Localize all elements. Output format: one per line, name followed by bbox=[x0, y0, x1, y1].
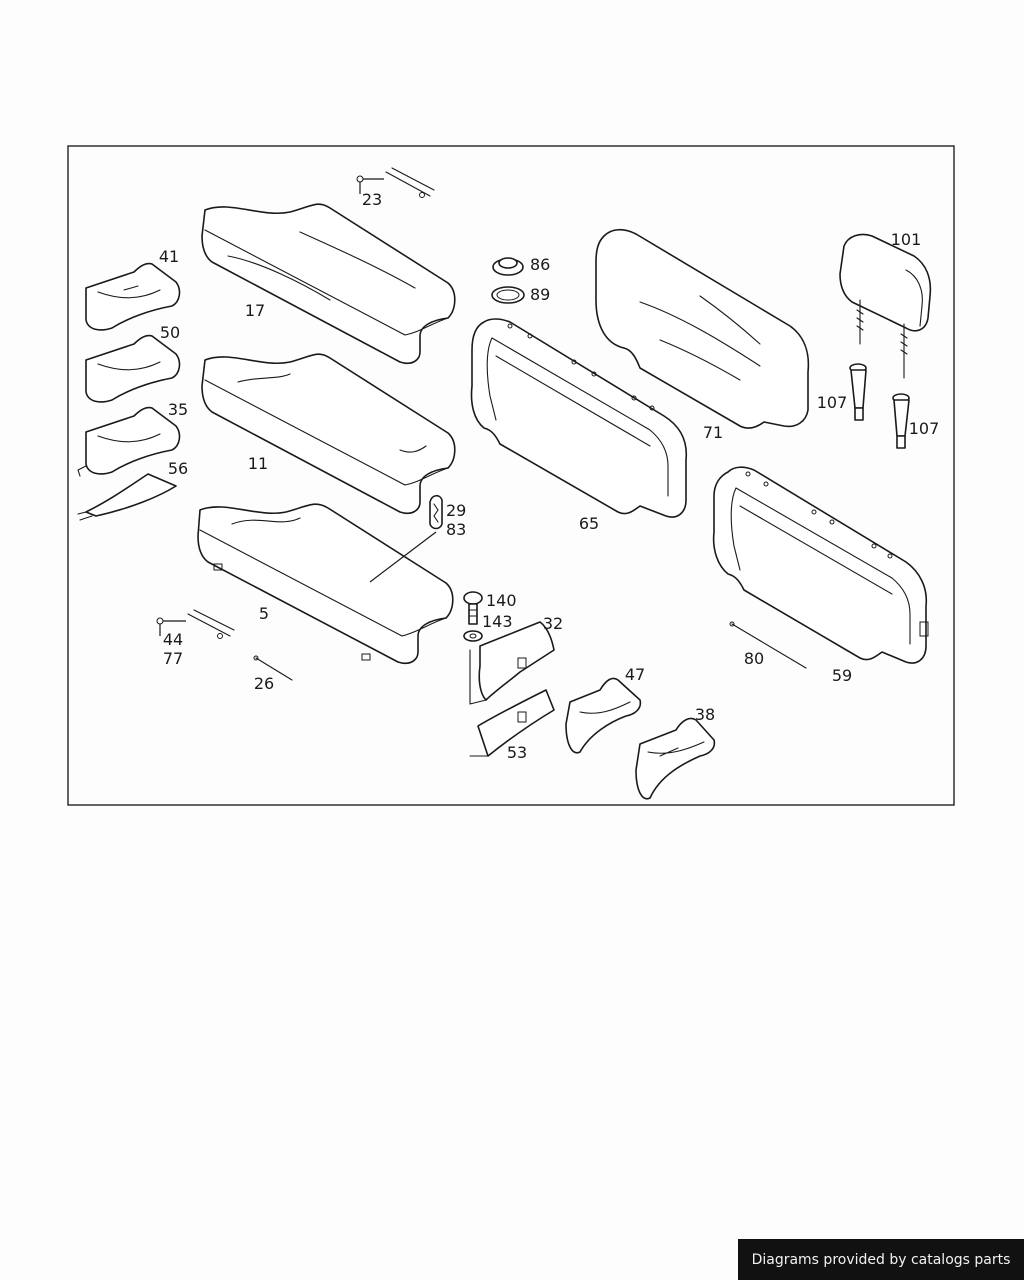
label-32: 32 bbox=[543, 614, 563, 633]
part-17-seat-cushion bbox=[201, 203, 456, 365]
label-107-left: 107 bbox=[817, 393, 848, 412]
label-17: 17 bbox=[245, 301, 265, 320]
label-11: 11 bbox=[248, 454, 268, 473]
label-53: 53 bbox=[507, 743, 527, 762]
part-29-83-clip bbox=[429, 494, 443, 530]
part-labels: 23 17 11 5 41 50 35 56 44 77 26 29 83 86… bbox=[159, 190, 939, 762]
part-80-wire bbox=[729, 621, 807, 669]
part-86-grommet bbox=[492, 257, 524, 276]
label-71: 71 bbox=[703, 423, 723, 442]
part-140-bolt bbox=[463, 591, 483, 625]
label-29: 29 bbox=[446, 501, 466, 520]
label-143: 143 bbox=[482, 612, 513, 631]
part-59-backrest-frame bbox=[712, 466, 929, 664]
label-23: 23 bbox=[362, 190, 382, 209]
label-59: 59 bbox=[832, 666, 852, 685]
label-65: 65 bbox=[579, 514, 599, 533]
part-38-side-piece bbox=[635, 717, 716, 800]
part-44-77-rod bbox=[156, 609, 235, 639]
footer-credit: Diagrams provided by catalogs parts bbox=[738, 1239, 1024, 1280]
part-32-bracket bbox=[469, 621, 555, 705]
label-77: 77 bbox=[163, 649, 183, 668]
part-56-trim-panel bbox=[77, 473, 177, 521]
label-101: 101 bbox=[891, 230, 922, 249]
label-26: 26 bbox=[254, 674, 274, 693]
label-35: 35 bbox=[168, 400, 188, 419]
label-89: 89 bbox=[530, 285, 550, 304]
label-47: 47 bbox=[625, 665, 645, 684]
part-26-wire bbox=[253, 655, 293, 681]
part-53-trim bbox=[469, 689, 555, 757]
label-38: 38 bbox=[695, 705, 715, 724]
label-5: 5 bbox=[259, 604, 269, 623]
part-41-side-trim bbox=[85, 262, 181, 331]
part-11-seat-cushion bbox=[201, 353, 456, 515]
label-140: 140 bbox=[486, 591, 517, 610]
label-83: 83 bbox=[446, 520, 466, 539]
label-56: 56 bbox=[168, 459, 188, 478]
part-65-backrest-frame bbox=[470, 318, 688, 518]
part-35-side-trim bbox=[77, 406, 181, 477]
part-47-side-piece bbox=[565, 677, 642, 754]
part-101-headrest bbox=[839, 233, 932, 379]
label-44: 44 bbox=[163, 630, 183, 649]
label-80: 80 bbox=[744, 649, 764, 668]
part-107-guide-sleeve-left bbox=[849, 363, 867, 421]
label-86: 86 bbox=[530, 255, 550, 274]
part-50-side-trim bbox=[85, 334, 181, 403]
diagram-frame bbox=[67, 145, 955, 806]
part-23-rod bbox=[356, 167, 435, 198]
part-89-ring bbox=[491, 286, 525, 304]
part-71-backrest-cushion bbox=[595, 228, 810, 429]
part-143-washer bbox=[463, 630, 483, 642]
label-107-right: 107 bbox=[909, 419, 940, 438]
part-5-seat-cushion bbox=[197, 503, 454, 665]
label-50: 50 bbox=[160, 323, 180, 342]
part-107-guide-sleeve-right bbox=[892, 393, 910, 449]
label-41: 41 bbox=[159, 247, 179, 266]
